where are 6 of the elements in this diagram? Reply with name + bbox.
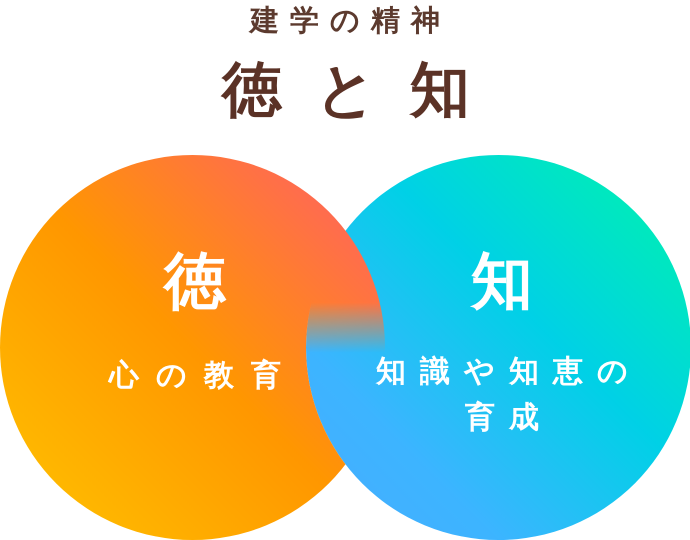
- circle-text: 心の教育: [109, 357, 281, 395]
- circle-heading: 徳: [164, 245, 226, 317]
- circle-heading: 知: [471, 245, 533, 317]
- heading-label: 建学の精神: [250, 2, 440, 38]
- diagram-title: 徳と知: [222, 54, 470, 127]
- circle-text: 知識や知恵の育成: [374, 353, 643, 437]
